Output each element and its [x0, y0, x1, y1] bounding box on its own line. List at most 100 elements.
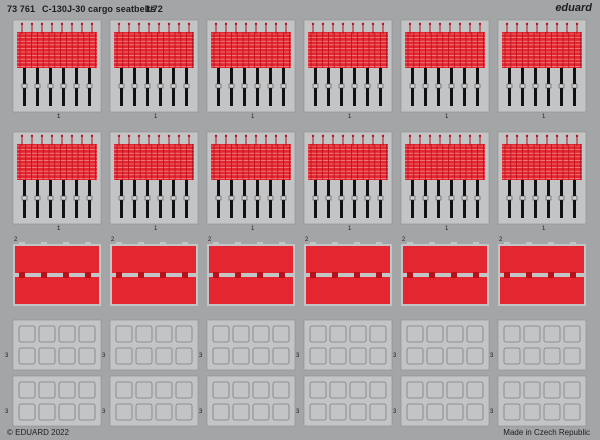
frame-cell-bottom: [38, 347, 56, 365]
net-hook-tip: [458, 134, 462, 138]
belt-buckle: [267, 83, 274, 89]
net-hook-tip: [147, 134, 151, 138]
frame-outline: [497, 319, 587, 371]
net-panel-part: [304, 242, 392, 306]
belt-part: [12, 19, 102, 113]
frame-outline: [303, 375, 393, 427]
panel-joint: [138, 272, 144, 278]
part-number-2: 2: [499, 237, 503, 243]
net-hook-tip: [70, 134, 74, 138]
belt-buckle: [338, 83, 345, 89]
net-hook-tip: [381, 22, 385, 26]
net-hook-tip: [565, 134, 569, 138]
belt-buckle: [377, 83, 384, 89]
net-hook-tip: [468, 134, 472, 138]
net-panel-upper: [15, 246, 99, 273]
belt-part: [400, 131, 490, 225]
frame-cell-bottom: [446, 347, 464, 365]
belt-buckle: [461, 83, 468, 89]
belt-part: [206, 19, 296, 113]
net-hook-tip: [90, 22, 94, 26]
part-number-1: 1: [57, 114, 61, 120]
net-hook-tip: [117, 22, 121, 26]
belt-buckle: [532, 195, 539, 201]
net-hook-tip: [20, 22, 24, 26]
frame-cell-top: [78, 381, 96, 399]
net-hook-tip: [418, 134, 422, 138]
net-hook-tip: [214, 134, 218, 138]
panel-joint: [257, 272, 263, 278]
frame-cell-bottom: [329, 403, 347, 421]
panel-tab: [116, 242, 122, 246]
part-number-3: 3: [296, 353, 300, 359]
part-number-1: 1: [57, 226, 61, 232]
panel-joint: [279, 272, 285, 278]
belt-buckle: [377, 195, 384, 201]
panel-tab: [41, 242, 47, 246]
belt-buckle: [47, 195, 54, 201]
belt-buckle: [21, 195, 28, 201]
net-panel-lower: [15, 277, 99, 304]
frame-outline: [109, 375, 199, 427]
frame-cell-top: [18, 381, 36, 399]
frame-part: [400, 319, 490, 371]
panel-joint: [570, 272, 576, 278]
belt-buckle: [228, 83, 235, 89]
net-hook-tip: [408, 22, 412, 26]
frame-cell-top: [155, 381, 173, 399]
net-panel-lower: [403, 277, 487, 304]
frame-part: [303, 375, 393, 427]
part-number-3: 3: [5, 409, 9, 415]
belt-buckle: [131, 195, 138, 201]
frame-cell-bottom: [349, 403, 367, 421]
frame-cell-top: [523, 381, 541, 399]
frame-cell-top: [309, 325, 327, 343]
frame-cell-top: [135, 325, 153, 343]
frame-cell-top: [252, 381, 270, 399]
panel-tab: [257, 242, 263, 246]
net-hook-tip: [264, 134, 268, 138]
frame-cell-top: [329, 325, 347, 343]
net-hook-tip: [70, 22, 74, 26]
net-hook-tip: [331, 134, 335, 138]
panel-joint: [526, 272, 532, 278]
belt-buckle: [325, 83, 332, 89]
frame-cell-top: [349, 381, 367, 399]
net-hook-tip: [478, 134, 482, 138]
frame-cell-top: [466, 325, 484, 343]
belt-buckle: [170, 83, 177, 89]
panel-joint: [504, 272, 510, 278]
part-number-3: 3: [393, 353, 397, 359]
belt-buckle: [338, 195, 345, 201]
part-number-3: 3: [102, 409, 106, 415]
part-number-3: 3: [199, 353, 203, 359]
frame-cell-top: [466, 381, 484, 399]
net-panel-part: [110, 242, 198, 306]
frame-cell-top: [212, 325, 230, 343]
belt-part: [497, 19, 587, 113]
belt-part: [12, 131, 102, 225]
part-number-3: 3: [102, 353, 106, 359]
frame-cell-top: [155, 325, 173, 343]
net-hook-tip: [30, 134, 34, 138]
frame-part: [400, 375, 490, 427]
net-hook-tip: [254, 134, 258, 138]
net-hook-tip: [351, 134, 355, 138]
net-hook-tip: [177, 22, 181, 26]
frame-cell-bottom: [563, 347, 581, 365]
net-hook-tip: [321, 22, 325, 26]
belt-buckle: [157, 195, 164, 201]
belt-part: [303, 131, 393, 225]
part-number-3: 3: [296, 409, 300, 415]
frame-cell-top: [58, 325, 76, 343]
frame-cell-bottom: [252, 347, 270, 365]
panel-joint: [63, 272, 69, 278]
belt-buckle: [474, 195, 481, 201]
frame-cell-bottom: [406, 347, 424, 365]
net-hook-tip: [361, 134, 365, 138]
belt-buckle: [519, 83, 526, 89]
belt-part: [109, 131, 199, 225]
net-hook-tip: [565, 22, 569, 26]
belt-buckle: [545, 83, 552, 89]
